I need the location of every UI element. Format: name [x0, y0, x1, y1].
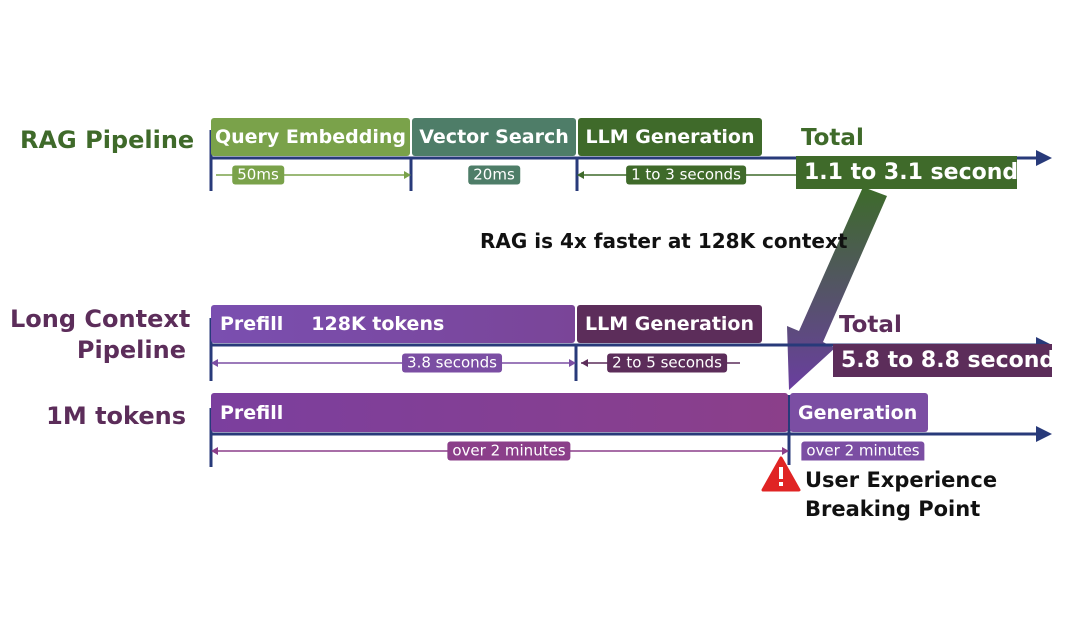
million-tokens-label: 1M tokens — [46, 402, 186, 430]
long-context-label-line2: Pipeline — [76, 336, 186, 364]
seg-bg-llm-rag — [578, 118, 762, 156]
duration-llm-generation-long: 2 to 5 seconds — [607, 353, 727, 373]
segment-label: Prefill — [220, 313, 284, 335]
seg-bg-vector — [412, 118, 576, 156]
segment-query-embedding: Query Embedding — [211, 118, 410, 156]
segment-llm-generation-long: LLM Generation — [577, 305, 762, 343]
long-total-label: Total — [839, 312, 902, 338]
warning-text-line2: Breaking Point — [805, 497, 981, 521]
comparison-note: RAG is 4x faster at 128K context — [480, 229, 848, 253]
warning-text-line1: User Experience — [805, 468, 998, 492]
segment-vector-search: Vector Search — [412, 118, 576, 156]
seg-bg-prefill-1m — [211, 393, 788, 432]
warning-triangle-icon — [761, 456, 801, 492]
seg-bg-llm-long — [577, 305, 762, 343]
segment-label: Vector Search — [419, 126, 569, 148]
duration-generation-1m: over 2 minutes — [801, 441, 925, 461]
long-total-value: 5.8 to 8.8 seconds — [833, 344, 1068, 377]
segment-llm-generation-rag: LLM Generation — [578, 118, 762, 156]
seg-bg-prefill-128 — [211, 305, 575, 343]
rag-total-value: 1.1 to 3.1 seconds — [796, 156, 1031, 189]
segment-token-count: 128K tokens — [311, 313, 445, 335]
million-axis-arrowhead — [1036, 426, 1052, 442]
duration-query-embedding: 50ms — [232, 165, 284, 185]
segment-label: LLM Generation — [585, 126, 755, 148]
duration-prefill-128k: 3.8 seconds — [402, 353, 502, 373]
duration-llm-generation-rag: 1 to 3 seconds — [626, 165, 746, 185]
seg-bg-query — [211, 118, 410, 156]
segment-generation-1m: Generation — [790, 393, 928, 432]
rag-pipeline-label: RAG Pipeline — [20, 126, 195, 154]
comparison-arrow — [787, 187, 887, 390]
long-context-label-line1: Long Context — [10, 305, 191, 333]
segment-label: Generation — [798, 401, 918, 424]
rag-axis-arrowhead — [1036, 150, 1052, 166]
duration-vector-search: 20ms — [468, 165, 520, 185]
segment-prefill-1m: Prefill — [211, 393, 788, 432]
rag-total-label: Total — [801, 125, 864, 151]
segment-prefill-128k: Prefill 128K tokens — [211, 305, 575, 343]
duration-prefill-1m: over 2 minutes — [447, 441, 571, 461]
segment-label: Prefill — [220, 401, 284, 424]
seg-bg-generation-1m — [790, 393, 928, 432]
segment-label: Query Embedding — [214, 126, 407, 148]
segment-label: LLM Generation — [585, 313, 754, 335]
